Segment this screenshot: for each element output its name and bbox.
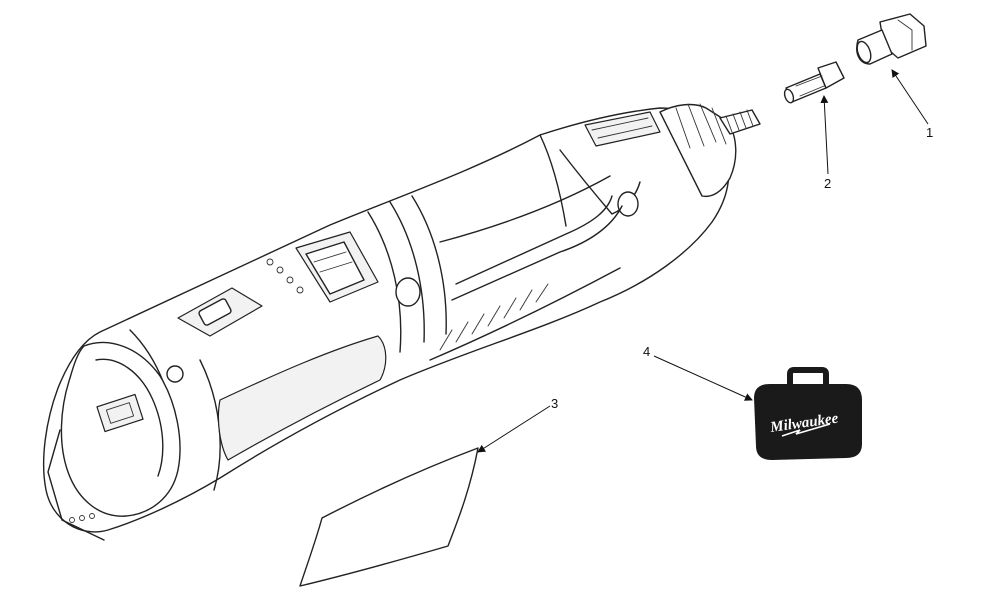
callout-4: 4 bbox=[643, 344, 650, 359]
leader-lines bbox=[477, 69, 929, 453]
callout-3: 3 bbox=[551, 396, 558, 411]
callout-2: 2 bbox=[824, 176, 831, 191]
collet-part bbox=[783, 61, 845, 104]
rotary-tool-body bbox=[42, 103, 761, 541]
leader-line-1 bbox=[891, 69, 929, 125]
manual-sheet-part bbox=[299, 447, 479, 587]
leader-line-2 bbox=[820, 95, 829, 175]
collet-nut-part bbox=[856, 13, 927, 65]
callout-1: 1 bbox=[926, 125, 933, 140]
leader-line-4 bbox=[653, 355, 753, 401]
carrying-case-part: Milwaukee bbox=[754, 367, 862, 460]
leader-line-3 bbox=[477, 405, 551, 453]
